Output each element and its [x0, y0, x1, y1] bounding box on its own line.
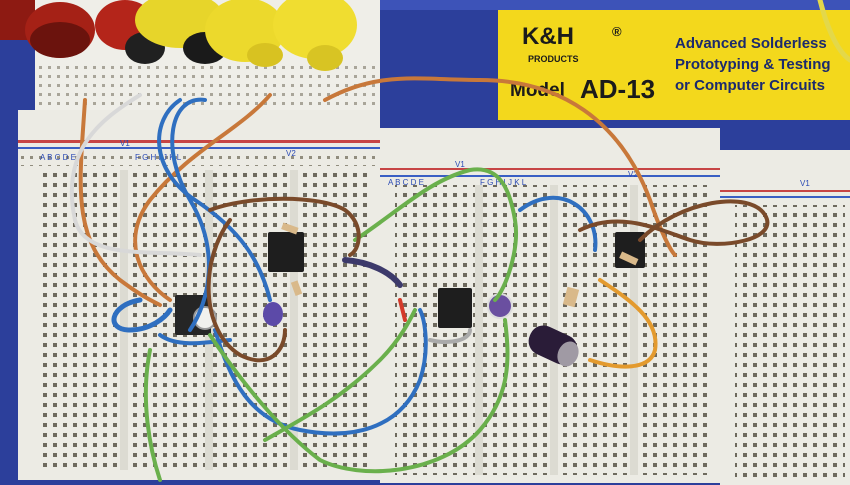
brand-logo-bottom: PRODUCTS	[528, 54, 579, 64]
bus-label-1: V1	[120, 139, 130, 148]
binding-posts	[0, 0, 357, 71]
column-letters-left-1: A B C D E	[40, 153, 76, 162]
brand-logo-top: K&H	[522, 23, 574, 50]
jumper-wires	[69, 0, 850, 482]
bus-label-3: V1	[455, 160, 465, 169]
resistors	[281, 222, 639, 308]
bus-label-2: V2	[286, 149, 296, 158]
registered-mark: ®	[612, 24, 622, 39]
bus-label-5: V1	[800, 179, 810, 188]
label-line-1: Advanced Solderless	[675, 35, 827, 52]
column-letters-right-1: F G H I J K L	[135, 153, 182, 162]
capacitor-3	[487, 293, 513, 319]
column-letters-left-2: A B C D E	[388, 178, 424, 187]
capacitor-2	[263, 302, 283, 326]
label-line-2: Prototyping & Testing	[675, 56, 831, 73]
label-line-3: or Computer Circuits	[675, 77, 825, 94]
breadboard-right: V1	[720, 150, 850, 485]
ic-chip-3	[438, 288, 472, 328]
bus-label-4: V2	[628, 170, 638, 179]
model-number: AD-13	[580, 74, 655, 104]
product-label: K&H PRODUCTS ® Advanced Solderless Proto…	[498, 10, 850, 120]
breadboard-middle: A B C D E F G H I J K L V1 V2	[380, 128, 720, 483]
capacitors	[193, 293, 579, 367]
ic-chip-1	[268, 232, 304, 272]
